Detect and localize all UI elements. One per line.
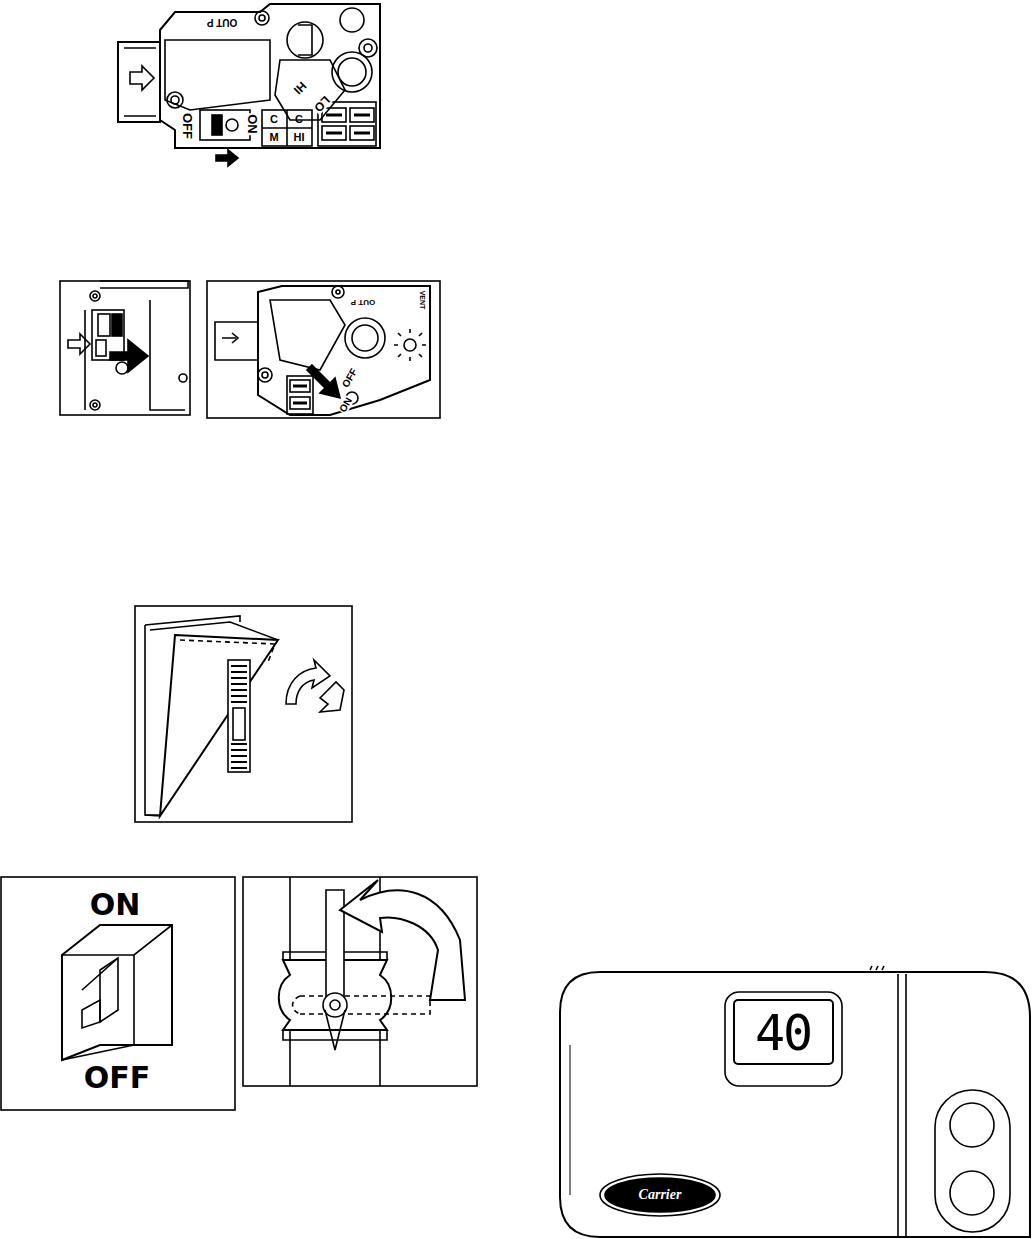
thermostat-illustration xyxy=(560,966,1030,1237)
terminal-label: M xyxy=(269,132,278,143)
terminal-label: C xyxy=(270,114,278,125)
switch-off-label: OFF xyxy=(84,1063,151,1093)
valve-marking: OUT P xyxy=(206,17,239,27)
switch-on-label: ON xyxy=(90,890,141,920)
valve-marking: HI xyxy=(291,79,309,97)
switch-marking: OFF xyxy=(181,112,194,140)
power-switch-illustration xyxy=(1,877,235,1110)
switch-marking: OFF xyxy=(340,366,360,390)
valve-marking: OUT P xyxy=(350,298,376,306)
switch-marking: ON xyxy=(246,113,259,135)
gas-shutoff-valve-illustration xyxy=(243,877,477,1086)
temperature-display: 40 xyxy=(755,1008,811,1058)
door-panel-illustration xyxy=(135,606,352,822)
terminal-label: C xyxy=(295,114,303,125)
valve-marking: LO xyxy=(311,93,333,115)
brand-logo: Carrier xyxy=(639,1188,682,1202)
valve-marking: VENT xyxy=(419,290,426,311)
terminal-label: HI xyxy=(294,132,305,143)
gas-valve-illustration xyxy=(207,281,440,418)
gas-valve-illustration xyxy=(118,4,380,166)
valve-switch-detail xyxy=(60,281,190,415)
